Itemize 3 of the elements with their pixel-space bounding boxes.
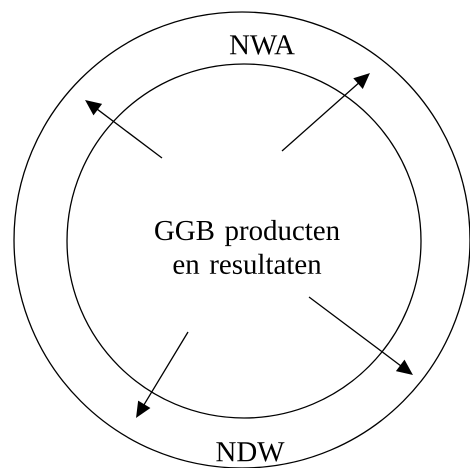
circle-label: GGB producten en resultaten <box>155 220 340 274</box>
circle-label: NWA <box>228 34 296 56</box>
circle-label: NDW <box>214 441 286 463</box>
